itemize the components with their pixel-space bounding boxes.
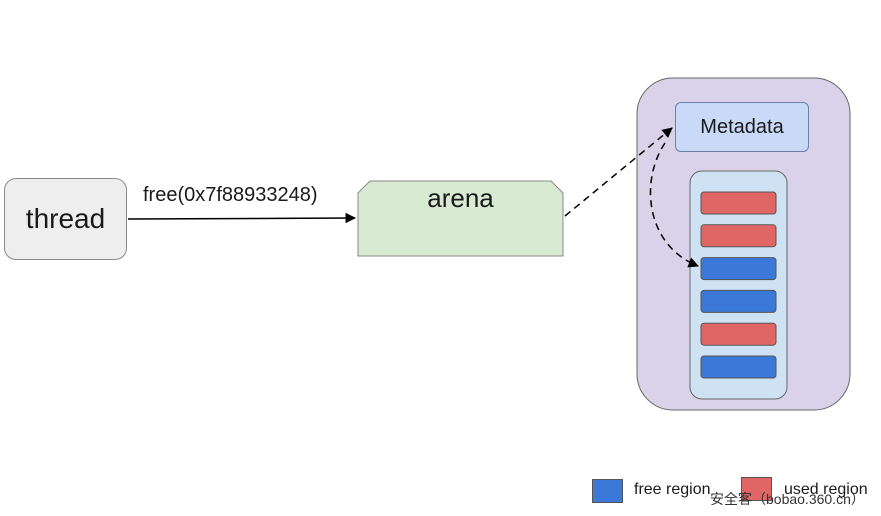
metadata-to-region-arrow [649,142,699,268]
region-list [700,191,777,379]
region-block-used [700,224,777,248]
arena-label: arena [427,183,494,213]
legend-free-label: free region [634,481,711,498]
region-block-free [700,355,777,379]
region-block-used [700,191,777,215]
free-call-arrow [127,212,357,224]
legend-used-label: used region [784,481,868,498]
metadata-box: Metadata [675,102,809,152]
thread-box: thread [4,178,127,260]
arena-shape [357,180,564,257]
metadata-label: Metadata [700,115,784,138]
region-block-free [700,289,777,313]
region-block-free [700,257,777,281]
free-call-label: free(0x7f88933248) [143,184,318,206]
region-block-used [700,322,777,346]
legend-used-swatch [741,477,772,501]
watermark: 安全客（bobao.360.cn） [710,491,865,507]
thread-label: thread [25,203,106,234]
legend-free-swatch [592,479,623,503]
